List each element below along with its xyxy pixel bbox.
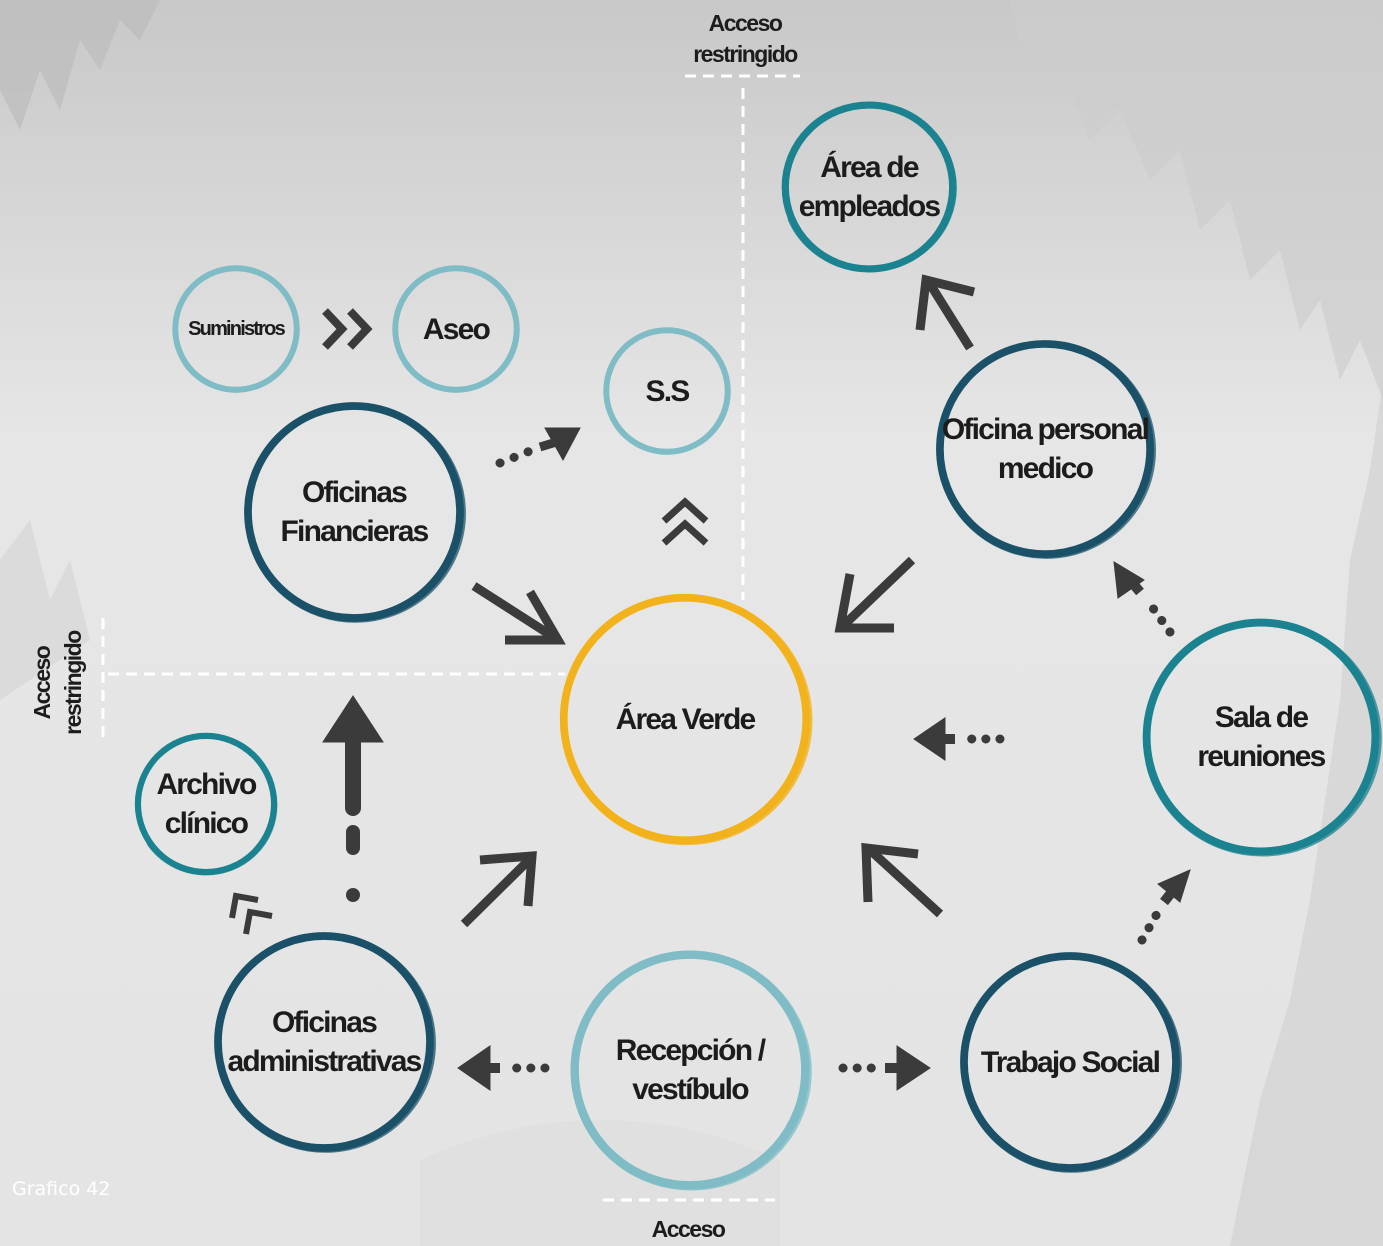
node-area-verde[interactable]: Área Verde [556, 590, 814, 848]
label-aseo: Aseo [422, 312, 491, 346]
label-archivo-clinico: Archivo clínico [156, 768, 257, 840]
double-chevron-up-to-ss [661, 497, 709, 546]
dotted-arrow-recepcion-to-trabajo-social [838, 1045, 931, 1091]
arrow-administrativas-to-verde [460, 851, 537, 928]
label-trabajo-social: Trabajo Social [980, 1045, 1161, 1079]
ring-icon [960, 952, 1182, 1173]
dotted-arrow-administrativas-up [322, 695, 384, 902]
ring-icon [559, 593, 813, 846]
label-oficina-personal-medico: Oficina personal medico [941, 413, 1150, 485]
node-aseo[interactable]: Aseo [390, 263, 522, 395]
label-ss: S.S [645, 374, 691, 408]
ring-icon [603, 327, 731, 455]
label-area-empleados: Área de empleados [798, 151, 941, 223]
ring-icon [214, 932, 436, 1153]
arrow-financieras-to-verde [471, 582, 566, 645]
dotted-arrow-sala-to-verde [913, 717, 1005, 761]
double-chevron-to-archivo [229, 892, 273, 935]
zone-label-left-restricted: Acceso restringido [28, 631, 86, 735]
dotted-arrow-financieras-to-ss [495, 427, 581, 468]
node-trabajo-social[interactable]: Trabajo Social [956, 948, 1184, 1176]
ring-icon [392, 265, 520, 393]
node-sala-reuniones[interactable]: Sala de reuniones [1138, 614, 1383, 860]
arrow-trabajo-social-to-verde [861, 842, 944, 918]
label-sala-reuniones: Sala de reuniones [1197, 701, 1326, 773]
dotted-arrow-trabajo-social-to-sala [1137, 869, 1191, 945]
label-area-verde: Área Verde [615, 702, 757, 736]
node-ss[interactable]: S.S [601, 325, 733, 457]
node-oficina-personal-medico[interactable]: Oficina personal medico [932, 336, 1158, 562]
label-oficinas-financieras: Oficinas Financieras [280, 476, 430, 548]
dotted-arrow-recepcion-to-administrativas [457, 1045, 550, 1091]
arrow-medico-to-empleados [915, 274, 976, 351]
ring-icon [570, 950, 812, 1191]
node-oficinas-administrativas[interactable]: Oficinas administrativas [210, 928, 438, 1156]
node-suministros[interactable]: Suministros [170, 263, 302, 395]
ring-icon [781, 101, 957, 273]
ring-icon [172, 265, 300, 393]
double-chevron-suministros-to-aseo [322, 308, 373, 350]
ring-icon [1142, 618, 1382, 857]
figure-caption: Grafico 42 [12, 1178, 111, 1200]
ring-icon [936, 340, 1156, 559]
arrow-medico-to-verde [834, 556, 916, 633]
dotted-arrow-sala-to-medico [1113, 561, 1175, 637]
node-recepcion[interactable]: Recepción / vestíbulo [566, 946, 814, 1194]
label-oficinas-administrativas: Oficinas administrativas [227, 1006, 422, 1078]
label-recepcion: Recepción / vestíbulo [615, 1034, 766, 1106]
zone-label-top-restricted: Acceso restringido [693, 10, 798, 68]
node-oficinas-financieras[interactable]: Oficinas Financieras [240, 398, 468, 626]
ring-icon [134, 732, 278, 876]
node-archivo-clinico[interactable]: Archivo clínico [132, 730, 280, 878]
ring-icon [244, 402, 466, 623]
label-suministros: Suministros [188, 318, 286, 340]
node-area-empleados[interactable]: Área de empleados [778, 98, 960, 276]
zone-label-bottom-access: Acceso [651, 1216, 726, 1242]
